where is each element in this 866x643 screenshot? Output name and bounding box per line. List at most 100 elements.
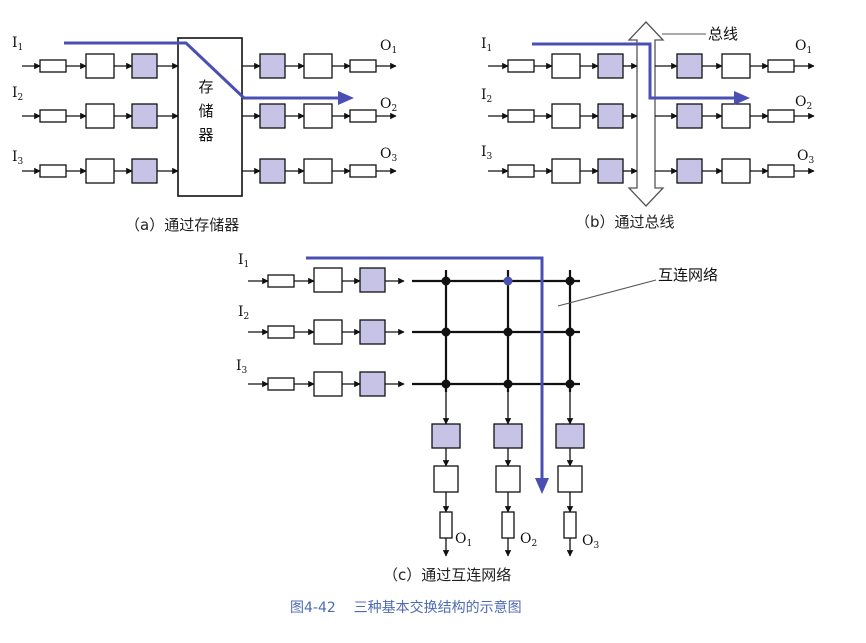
line-termination-box <box>563 511 577 539</box>
line-termination-box <box>507 109 535 123</box>
line-termination-box <box>767 109 795 123</box>
queue-box <box>597 103 624 129</box>
queue-box <box>131 53 158 79</box>
panel-c-caption: （c）通过互连网络 <box>383 566 511 584</box>
link-layer-box <box>85 103 115 129</box>
line-termination-box <box>439 511 453 539</box>
line-termination-box <box>767 164 795 178</box>
panel-a-output-row-2 <box>242 103 397 129</box>
packet-path-arrowhead <box>535 478 549 494</box>
panel-a-input-label-1: I1 <box>12 35 23 53</box>
crosspoint <box>441 276 451 286</box>
panel-a-output-label-1: O1 <box>380 38 397 56</box>
queue-box <box>676 103 703 129</box>
packet-path <box>64 41 340 100</box>
packet-path <box>306 256 544 480</box>
panel-c-output-column-3 <box>555 392 585 557</box>
line-termination-box <box>267 325 295 339</box>
link-layer-box <box>313 267 343 293</box>
fabric-leader-line <box>557 279 657 307</box>
panel-c-input-label-2: I2 <box>238 304 249 322</box>
crosspoint <box>503 327 513 337</box>
packet-path-arrowhead <box>338 91 354 105</box>
link-layer-box <box>85 158 115 184</box>
link-layer-box <box>551 53 581 79</box>
panel-a-output-label-3: O3 <box>380 146 397 164</box>
crosspoint <box>503 379 513 389</box>
line-termination-box <box>267 274 295 288</box>
panel-a-input-row-3 <box>22 158 179 184</box>
queue-box <box>259 103 286 129</box>
line-termination-box <box>39 59 67 73</box>
panel-c-input-row-2 <box>248 319 405 345</box>
panel-b-output-row-2 <box>655 103 815 129</box>
crosspoint <box>565 327 575 337</box>
line-termination-box <box>39 109 67 123</box>
panel-a-input-row-1 <box>22 53 179 79</box>
line-termination-box <box>507 164 535 178</box>
bus <box>627 21 665 207</box>
queue-box <box>431 423 461 449</box>
panel-a-input-row-2 <box>22 103 179 129</box>
link-layer-box <box>303 158 333 184</box>
panel-a-input-label-2: I2 <box>12 85 23 103</box>
link-layer-box <box>721 53 751 79</box>
link-layer-box <box>551 158 581 184</box>
line-termination-box <box>349 109 377 123</box>
queue-box <box>676 53 703 79</box>
memory-label-char-2: 储 <box>198 102 213 120</box>
panel-a-caption: （a）通过存储器 <box>125 216 239 234</box>
panel-a-output-row-3 <box>242 158 397 184</box>
panel-a-output-label-2: O2 <box>380 96 397 114</box>
line-termination-box <box>767 59 795 73</box>
link-layer-box <box>303 103 333 129</box>
panel-c-input-label-3: I3 <box>236 358 248 376</box>
crosspoint <box>441 327 451 337</box>
crosspoint <box>565 379 575 389</box>
queue-box <box>555 423 585 449</box>
link-layer-box <box>721 158 751 184</box>
bus-label: 总线 <box>708 25 738 43</box>
panel-b-input-label-3: I3 <box>481 144 493 162</box>
line-termination-box <box>267 377 295 391</box>
link-layer-box <box>313 319 343 345</box>
link-layer-box <box>85 53 115 79</box>
link-layer-box <box>313 371 343 397</box>
panel-b-output-label-3: O3 <box>797 148 814 166</box>
panel-c-input-label-1: I1 <box>238 252 249 270</box>
link-layer-box <box>303 53 333 79</box>
panel-a: 存 储 器 <box>12 35 397 234</box>
panel-a-output-row-1 <box>242 53 397 79</box>
panel-c-output-label-2: O2 <box>520 531 537 549</box>
line-termination-box <box>349 164 377 178</box>
queue-box <box>259 53 286 79</box>
link-layer-box <box>433 465 459 493</box>
packet-path <box>532 42 736 100</box>
panel-b-input-label-1: I1 <box>481 36 492 54</box>
link-layer-box <box>551 103 581 129</box>
fabric-label: 互连网络 <box>658 266 718 284</box>
panel-c-output-column-1 <box>431 392 461 557</box>
queue-box <box>676 158 703 184</box>
queue-box <box>259 158 286 184</box>
panel-c-output-label-3: O3 <box>582 533 599 551</box>
crosspoint-active <box>503 276 513 286</box>
panel-a-input-label-3: I3 <box>12 149 24 167</box>
crossbar-grid <box>412 270 580 392</box>
panel-b-caption: （b）通过总线 <box>575 213 675 231</box>
line-termination-box <box>507 59 535 73</box>
panel-c: 互连网络 <box>236 252 718 584</box>
panel-b-input-row-3 <box>488 158 638 184</box>
panel-b-input-row-1 <box>488 53 638 79</box>
line-termination-box <box>349 59 377 73</box>
panel-c-output-label-1: O1 <box>455 531 472 549</box>
panel-c-output-column-2 <box>493 392 523 557</box>
queue-box <box>493 423 523 449</box>
panel-b-output-label-2: O2 <box>795 94 812 112</box>
panel-b-output-row-3 <box>655 158 815 184</box>
figure-caption: 图4-42 三种基本交换结构的示意图 <box>290 599 522 616</box>
panel-b-output-label-1: O1 <box>795 38 812 56</box>
queue-box <box>131 103 158 129</box>
queue-box <box>359 319 386 345</box>
